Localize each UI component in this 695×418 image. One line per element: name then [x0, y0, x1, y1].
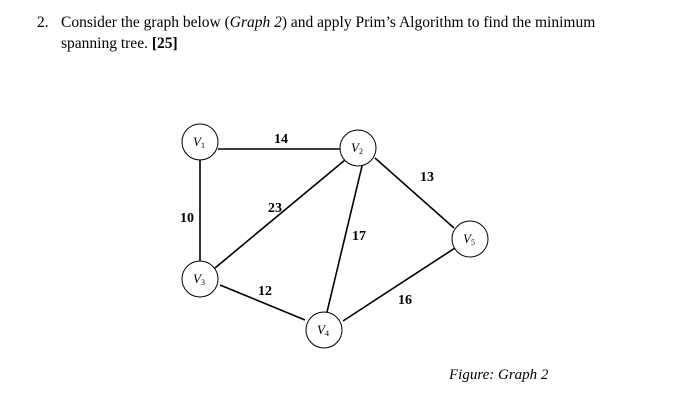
edge-v3-v4 — [219, 284, 306, 321]
weight-v2-v3: 23 — [268, 201, 282, 216]
node-v3-label: V3 — [193, 271, 205, 287]
question-text: 2. Consider the graph below (Graph 2) and… — [37, 12, 657, 54]
edge-weights: 14 10 23 17 13 12 16 — [180, 132, 434, 308]
node-v5-circle — [451, 220, 489, 258]
question-text-start: Consider the graph below ( — [61, 14, 230, 31]
figure-caption: Figure: Graph 2 — [449, 367, 549, 383]
node-v2-label: V2 — [351, 140, 363, 156]
question-text-mid: ) and apply Prim’s Algorithm to find the… — [281, 14, 596, 31]
question-line-2: spanning tree. [25] — [37, 33, 657, 54]
node-v5-label: V5 — [463, 231, 475, 247]
edge-v2-v4 — [326, 165, 363, 313]
weight-v3-v4: 12 — [258, 284, 272, 299]
edge-v2-v3 — [214, 159, 346, 269]
node-v2: V2 — [339, 129, 377, 167]
graph-reference: Graph 2 — [229, 14, 282, 31]
edge-v4-v5 — [342, 247, 456, 322]
graph-nodes: V1 V2 V3 V4 V5 — [181, 123, 489, 349]
question-text-line2: spanning tree. — [61, 35, 152, 52]
node-v3: V3 — [181, 260, 219, 298]
node-v3-circle — [181, 260, 219, 298]
node-v1-label: V1 — [193, 134, 205, 150]
edge-v2-v5 — [374, 157, 455, 229]
weight-v2-v5: 13 — [420, 170, 434, 185]
question-number: 2. — [37, 14, 49, 31]
graph-edges — [199, 148, 456, 322]
node-v4-circle — [305, 311, 343, 349]
node-v4-label: V4 — [317, 322, 329, 338]
node-v1-circle — [181, 123, 219, 161]
node-v5: V5 — [451, 220, 489, 258]
node-v4: V4 — [305, 311, 343, 349]
question-marks: [25] — [151, 35, 178, 52]
weight-v1-v2: 14 — [274, 132, 288, 147]
question-line-1: Consider the graph below (Graph 2) and a… — [61, 14, 595, 31]
weight-v1-v3: 10 — [180, 211, 194, 226]
weight-v2-v4: 17 — [352, 229, 366, 244]
node-v1: V1 — [181, 123, 219, 161]
node-v2-circle — [339, 129, 377, 167]
weight-v4-v5: 16 — [398, 293, 412, 308]
